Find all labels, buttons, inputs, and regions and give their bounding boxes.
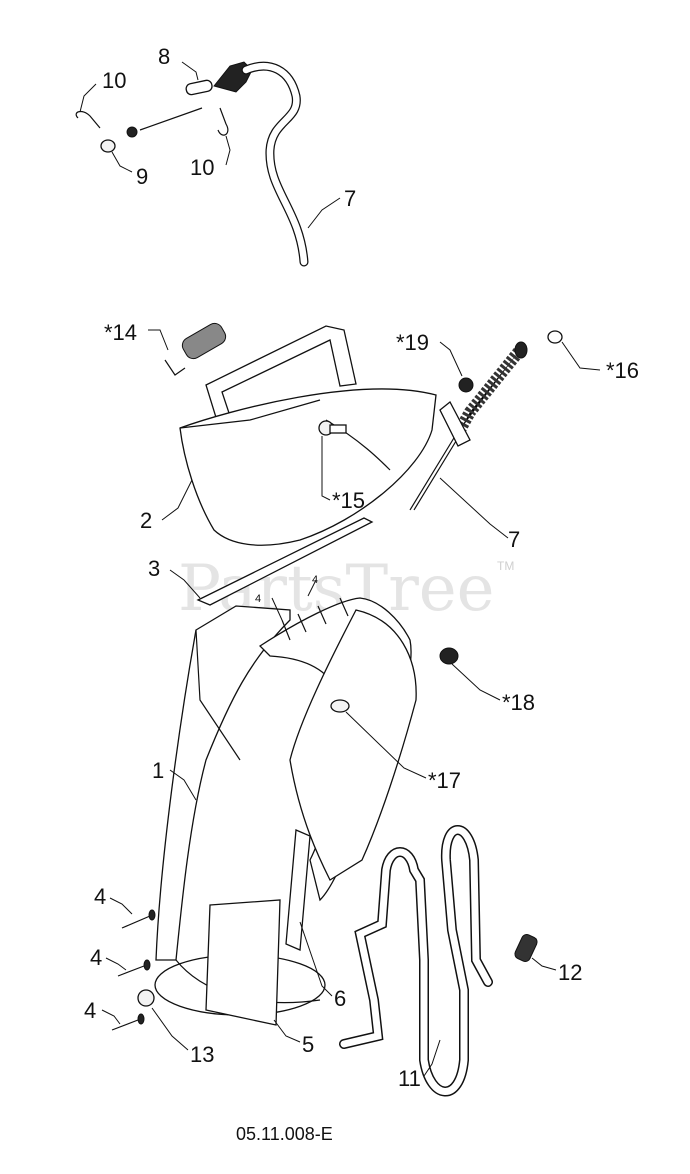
diagram-code: 05.11.008-E bbox=[236, 1124, 333, 1144]
label-8: 8 bbox=[158, 44, 170, 69]
part-16-nut bbox=[547, 330, 563, 344]
label-16: *16 bbox=[606, 358, 639, 383]
label-15: *15 bbox=[332, 488, 365, 513]
part-10b-clip bbox=[217, 107, 229, 136]
label-14: *14 bbox=[104, 320, 137, 345]
label-7-mid: 7 bbox=[508, 527, 520, 552]
label-10-top: 10 bbox=[102, 68, 126, 93]
part-7a-cable bbox=[241, 61, 309, 267]
part-4-rivet-2 bbox=[117, 959, 151, 977]
label-19: *19 bbox=[396, 330, 429, 355]
part-3-strip bbox=[196, 517, 374, 606]
label-9: 9 bbox=[136, 164, 148, 189]
part-4-rivet-1 bbox=[121, 909, 156, 929]
part-13-nut bbox=[137, 989, 155, 1007]
part-7b-cable-spring bbox=[409, 341, 528, 511]
label-4-small-left: 4 bbox=[255, 593, 261, 605]
part-9-bushing bbox=[100, 139, 116, 153]
part-14-spring bbox=[164, 322, 227, 376]
part-8-pin bbox=[185, 79, 213, 96]
leader-lines bbox=[79, 61, 601, 1077]
label-5: 5 bbox=[302, 1032, 314, 1057]
label-18: *18 bbox=[502, 690, 535, 715]
part-19-nut bbox=[458, 377, 474, 393]
label-11: 11 bbox=[398, 1066, 421, 1091]
label-12: 12 bbox=[558, 960, 582, 985]
label-4-b: 4 bbox=[90, 945, 102, 970]
label-4-a: 4 bbox=[94, 884, 106, 909]
part-12-knob bbox=[514, 933, 538, 963]
label-4-c: 4 bbox=[84, 998, 96, 1023]
label-2: 2 bbox=[140, 508, 152, 533]
label-6: 6 bbox=[334, 986, 346, 1011]
label-13: 13 bbox=[190, 1042, 214, 1067]
label-17: *17 bbox=[428, 768, 461, 793]
watermark-tm: TM bbox=[497, 559, 514, 573]
part-11-crank bbox=[339, 825, 493, 1097]
label-4-small-right: 4 bbox=[312, 574, 318, 586]
part-10a-clip bbox=[75, 110, 101, 129]
part-18-nut bbox=[439, 647, 459, 665]
part-1-chute bbox=[154, 597, 417, 1026]
part-4-rivet-3 bbox=[111, 1013, 145, 1031]
label-1: 1 bbox=[152, 758, 164, 783]
part-4-small-rivets bbox=[281, 597, 349, 641]
part-2-deflector bbox=[179, 388, 437, 546]
label-10-bottom: 10 bbox=[190, 155, 214, 180]
label-7-top: 7 bbox=[344, 186, 356, 211]
label-3: 3 bbox=[148, 556, 160, 581]
part-lever-bracket bbox=[126, 61, 253, 138]
